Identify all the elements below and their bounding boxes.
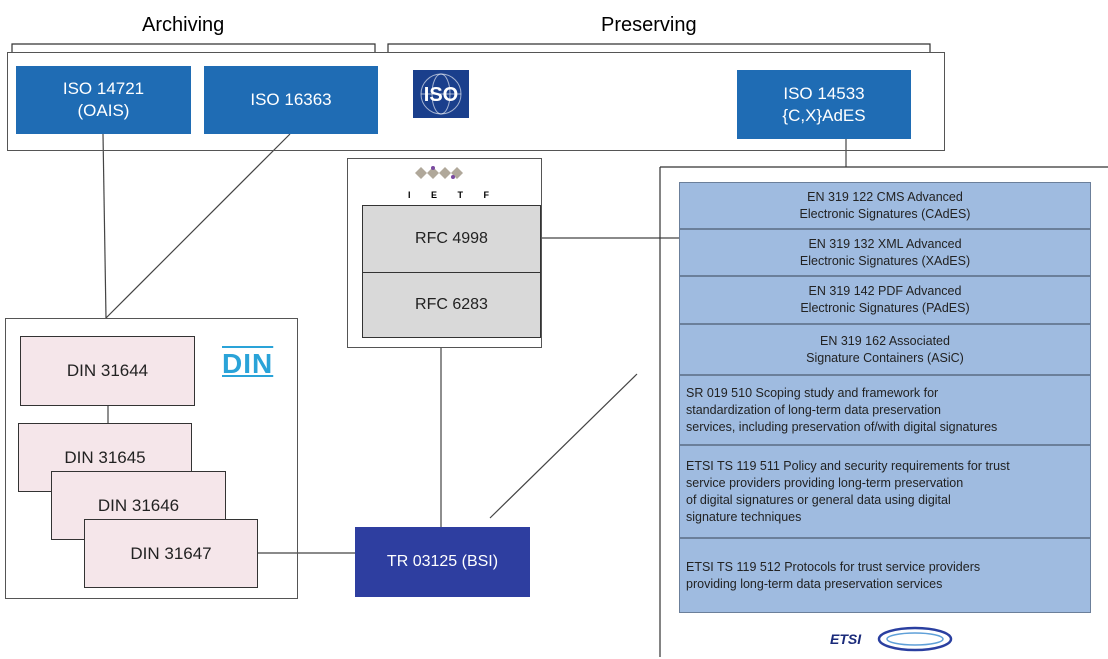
bsi-tr-03125-box: TR 03125 (BSI) bbox=[355, 527, 530, 597]
ietf-frame bbox=[347, 158, 542, 348]
rfc-6283-box: RFC 6283 bbox=[362, 272, 541, 338]
connector-etsi-bsi bbox=[489, 373, 638, 519]
connector-oais-din bbox=[102, 133, 107, 319]
etsi-logo-icon: ETSI bbox=[830, 626, 953, 652]
etsi-item: EN 319 132 XML Advanced Electronic Signa… bbox=[679, 229, 1091, 276]
etsi-logo-text: ETSI bbox=[830, 631, 862, 647]
ietf-logo-icon bbox=[415, 166, 463, 179]
etsi-logo: ETSI bbox=[820, 624, 970, 654]
rfc-4998-box: RFC 4998 bbox=[362, 205, 541, 273]
connector-16363-din bbox=[105, 133, 291, 319]
iso-logo-icon: ISO bbox=[413, 70, 469, 118]
iso-frame bbox=[7, 52, 945, 151]
etsi-item: SR 019 510 Scoping study and framework f… bbox=[679, 375, 1091, 445]
etsi-item: EN 319 142 PDF Advanced Electronic Signa… bbox=[679, 276, 1091, 324]
preserving-header: Preserving bbox=[601, 14, 697, 36]
ietf-logo bbox=[403, 163, 483, 187]
din-frame bbox=[5, 318, 298, 599]
iso-14533-box: ISO 14533 {C,X}AdES bbox=[737, 70, 911, 139]
din-31647-box: DIN 31647 bbox=[84, 519, 258, 588]
preserving-bracket bbox=[387, 43, 931, 52]
din-31644-box: DIN 31644 bbox=[20, 336, 195, 406]
etsi-item: EN 319 162 Associated Signature Containe… bbox=[679, 324, 1091, 375]
iso-16363-box: ISO 16363 bbox=[204, 66, 378, 134]
archiving-header: Archiving bbox=[142, 14, 225, 36]
iso-14721-box: ISO 14721 (OAIS) bbox=[16, 66, 191, 134]
etsi-item: ETSI TS 119 512 Protocols for trust serv… bbox=[679, 538, 1091, 613]
ietf-logo-text: I E T F bbox=[408, 190, 498, 200]
iso-logo: ISO bbox=[413, 70, 469, 118]
din-logo: DIN bbox=[222, 348, 274, 379]
iso-logo-text: ISO bbox=[424, 84, 458, 106]
etsi-item: EN 319 122 CMS Advanced Electronic Signa… bbox=[679, 182, 1091, 229]
etsi-item: ETSI TS 119 511 Policy and security requ… bbox=[679, 445, 1091, 538]
archiving-bracket bbox=[11, 43, 376, 52]
